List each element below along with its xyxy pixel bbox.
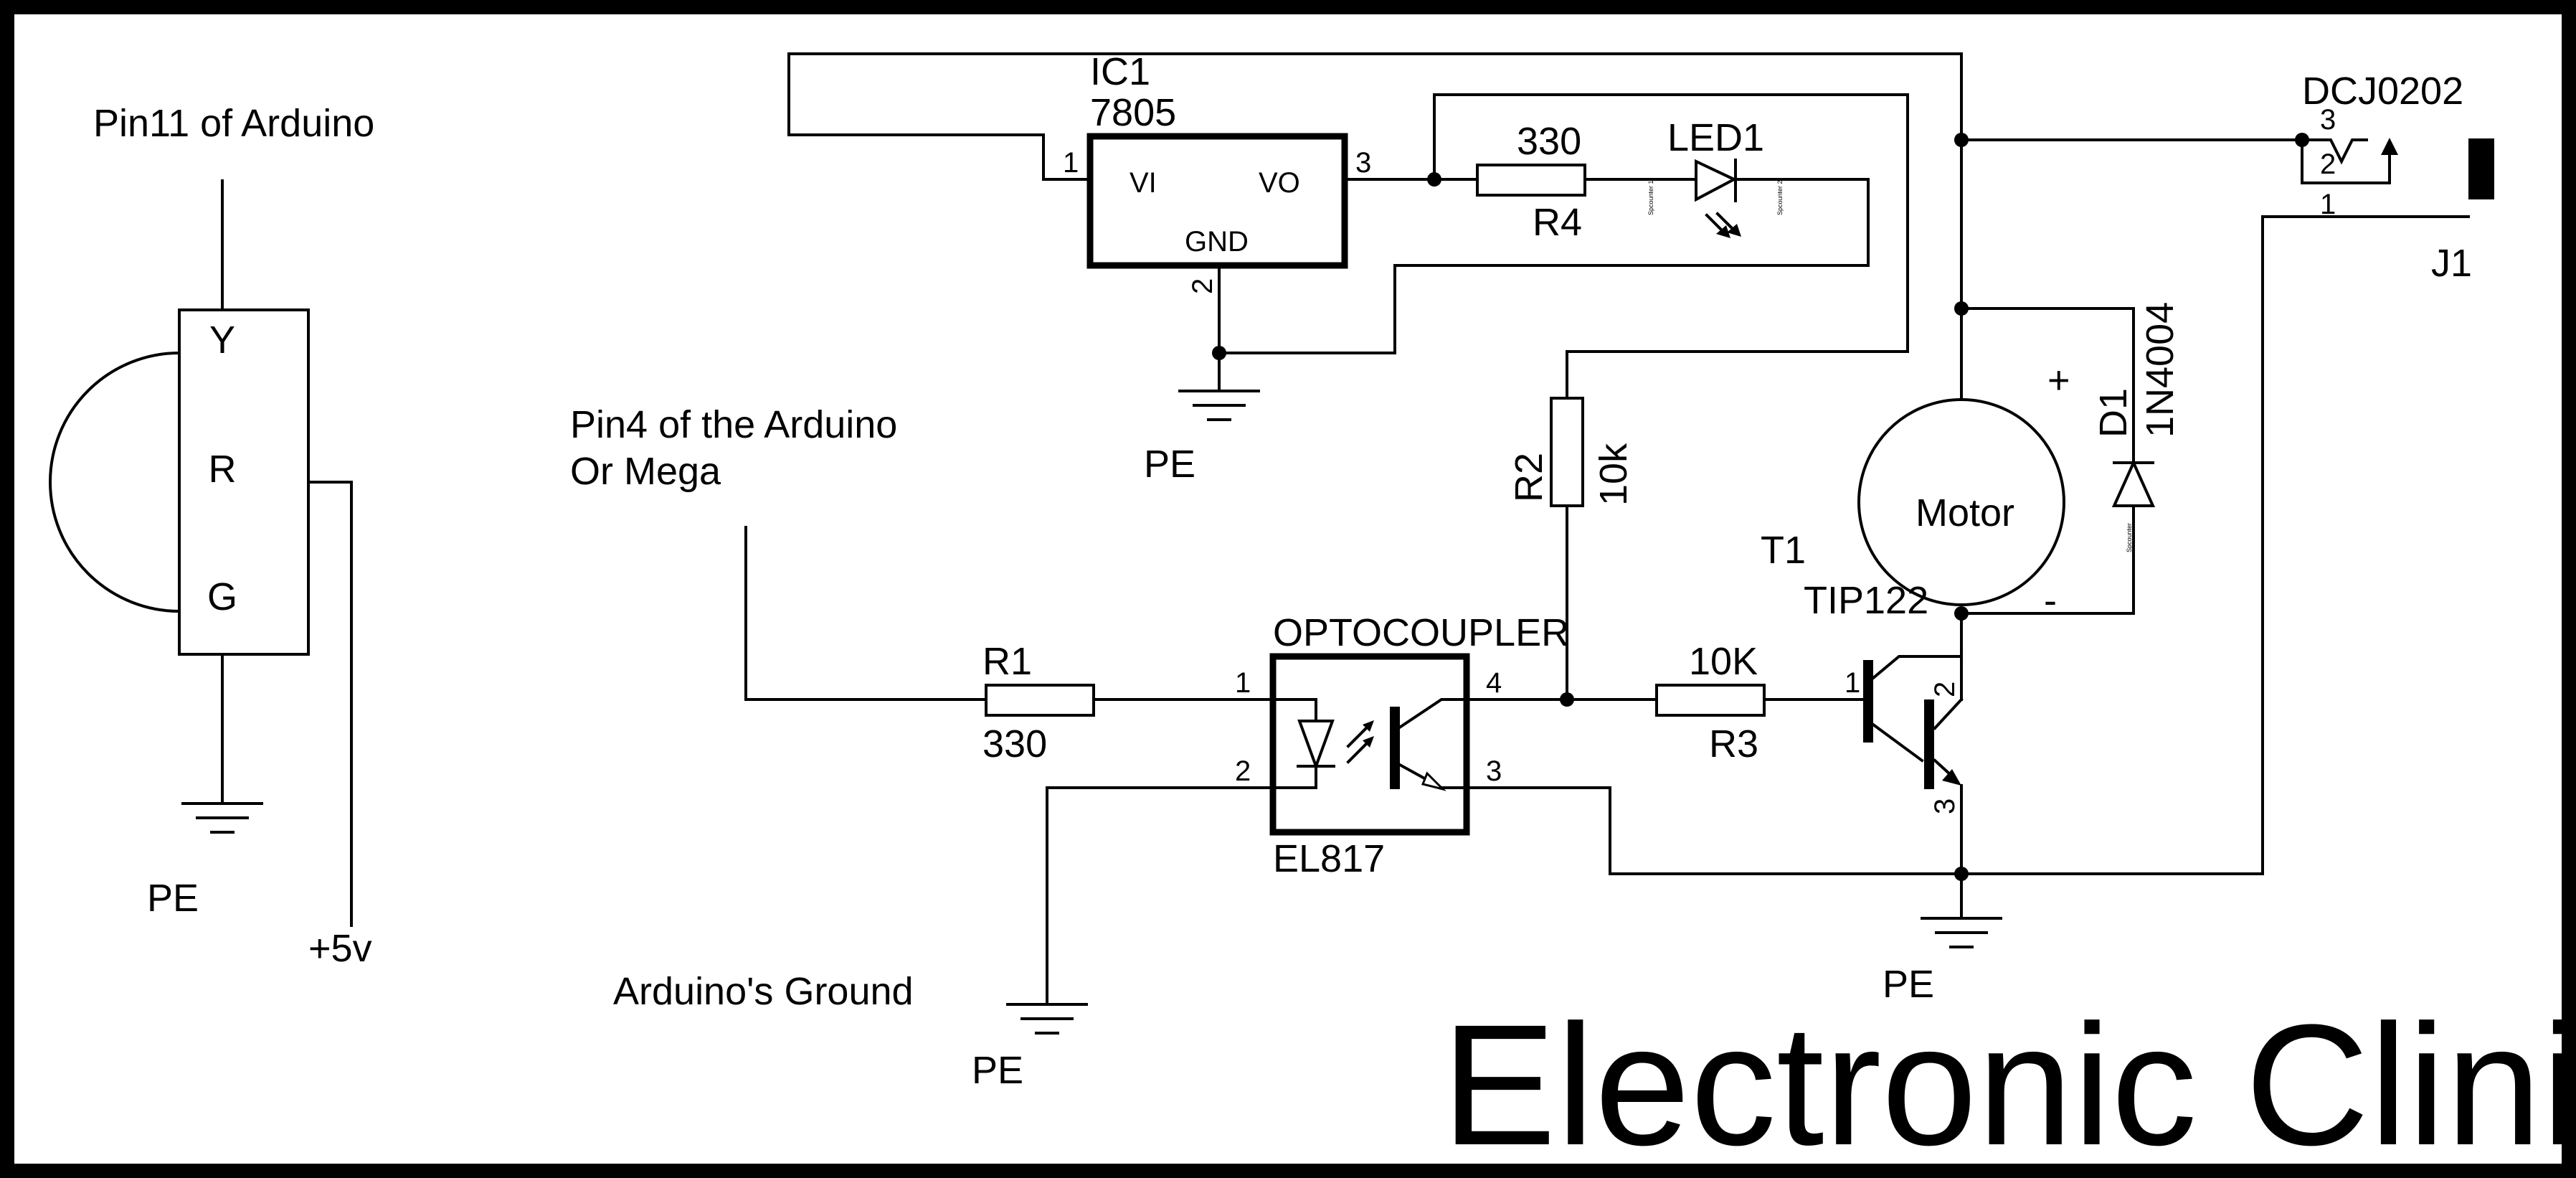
t1-pin-1: 1 <box>1845 667 1860 699</box>
regulator-7805: IC1 7805 VI VO GND 1 3 2 <box>1063 50 1371 294</box>
main-ground-label: PE <box>1883 963 1934 1006</box>
input-label-line1: Pin4 of the Arduino <box>570 403 897 446</box>
resistor-r2: R2 10k <box>1507 93 1909 701</box>
diode-d1: D1 1N4004 Spcounter <box>1960 302 2182 615</box>
regulator-body <box>1086 133 1348 269</box>
d1-pin-label: Spcounter <box>2126 523 2133 552</box>
motor-plus: + <box>2047 359 2070 402</box>
jack-part: DCJ0202 <box>2302 70 2463 113</box>
sensor-pin-r: R <box>209 448 237 491</box>
sensor-dome <box>49 351 181 613</box>
optocoupler-part: EL817 <box>1273 837 1385 880</box>
ic1-vo: VO <box>1259 167 1300 199</box>
r2-name: R2 <box>1507 453 1550 502</box>
motor-label: Motor <box>1916 491 2014 534</box>
d1-name: D1 <box>2092 388 2135 438</box>
r2-value: 10k <box>1592 443 1635 506</box>
motor-minus: - <box>2044 579 2057 622</box>
r1-name: R1 <box>982 640 1032 683</box>
led-triangle <box>1695 159 1738 202</box>
d1-part: 1N4004 <box>2139 302 2182 438</box>
r4-name: R4 <box>1533 201 1582 244</box>
regulator-ground-symbol <box>1178 390 1260 421</box>
opto-pin-4: 4 <box>1486 667 1502 699</box>
arduino-ground-pe: PE <box>972 1049 1023 1092</box>
t1-pin-2: 2 <box>1929 682 1961 697</box>
dc-jack-j1: DCJ0202 J1 3 2 1 <box>1960 70 2494 875</box>
resistor-r1: R1 330 <box>982 640 1095 765</box>
ic1-pin-1: 1 <box>1063 147 1079 179</box>
input-label-line2: Or Mega <box>570 450 721 493</box>
led-pin-a: Spcounter 1 <box>1647 180 1654 215</box>
jack-pin-1: 1 <box>2320 189 2336 220</box>
opto-pin-3: 3 <box>1486 755 1502 787</box>
ground-symbol <box>181 802 263 834</box>
sensor: Y R G Pin11 of Arduino +5v PE <box>49 102 374 970</box>
arduino-ground-label: Arduino's Ground <box>613 970 914 1013</box>
opto-pin-1: 1 <box>1235 667 1251 699</box>
r3-name: R3 <box>1709 722 1758 765</box>
led-1: LED1 Spcounter 1 Spcounter 2 <box>1647 116 1784 238</box>
supply-label: +5v <box>308 927 372 970</box>
regulator-ground-label: PE <box>1144 443 1195 486</box>
r1-value: 330 <box>982 722 1047 765</box>
ic1-pin-3: 3 <box>1355 147 1371 179</box>
signal-label: Pin11 of Arduino <box>93 102 374 145</box>
ic1-name: IC1 <box>1090 50 1150 93</box>
ic1-pin-2: 2 <box>1187 278 1218 294</box>
main-ground-symbol <box>1921 917 2002 948</box>
ic1-gnd: GND <box>1185 226 1249 258</box>
sensor-pin-y: Y <box>209 319 235 362</box>
opto-pin-2: 2 <box>1235 755 1251 787</box>
sensor-pin-g: G <box>207 575 237 618</box>
r4-value: 330 <box>1517 120 1581 163</box>
resistor-r3: 10K R3 <box>1655 640 1766 765</box>
optocoupler: OPTOCOUPLER EL817 1 2 4 3 <box>1235 611 1569 880</box>
jack-name: J1 <box>2431 242 2472 285</box>
jack-pin-3: 3 <box>2320 104 2336 136</box>
t1-name: T1 <box>1761 529 1806 572</box>
r3-value: 10K <box>1689 640 1758 683</box>
sensor-body <box>178 308 310 656</box>
transistor-tip122: T1 TIP122 1 2 3 <box>1761 529 1964 814</box>
resistor-r4: 330 R4 <box>1476 120 1586 244</box>
t1-part: TIP122 <box>1804 579 1928 622</box>
opto-led-triangle <box>1297 720 1335 771</box>
ic1-part: 7805 <box>1090 91 1176 134</box>
jack-pin-2: 2 <box>2320 149 2336 180</box>
t1-pin-3: 3 <box>1929 798 1961 814</box>
arduino-ground-symbol <box>1006 1003 1088 1035</box>
led-pin-b: Spcounter 2 <box>1776 180 1784 215</box>
page-title: Electronic Clinic <box>1441 989 2576 1178</box>
optocoupler-label: OPTOCOUPLER <box>1273 611 1569 654</box>
ic1-vi: VI <box>1130 167 1157 199</box>
optocoupler-body <box>1269 653 1470 836</box>
led-name: LED1 <box>1667 116 1764 159</box>
ground-label: PE <box>147 877 199 920</box>
